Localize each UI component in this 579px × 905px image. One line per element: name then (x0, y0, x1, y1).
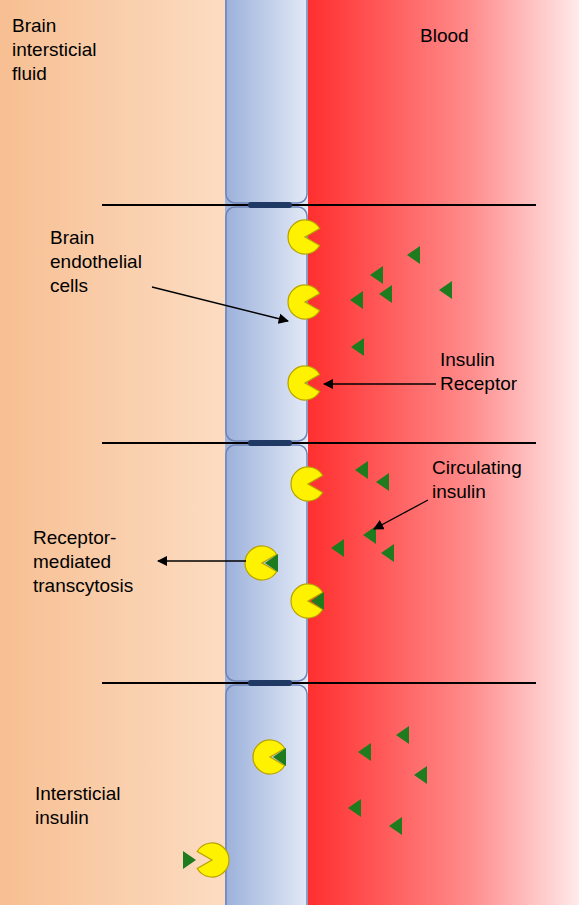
callout-label: Insulin Receptor (440, 348, 540, 396)
callout-label: Circulating insulin (432, 456, 550, 504)
region-label: Blood (420, 24, 520, 48)
bound-receptor (245, 546, 278, 580)
endothelial-cell (226, 0, 307, 203)
callout-label: Receptor-mediated transcytosis (33, 526, 159, 598)
endothelial-cell (226, 207, 307, 441)
region-band: Brain intersticial fluid (0, 0, 226, 905)
endothelial-cell (226, 445, 307, 681)
callout-label: Intersticial insulin (35, 782, 153, 830)
bound-receptor (253, 740, 286, 774)
tight-junction (248, 440, 292, 446)
region-band: Blood (307, 0, 579, 905)
tight-junction (248, 680, 292, 686)
endothelium-layer (225, 0, 308, 905)
region-label: Brain intersticial fluid (12, 14, 134, 86)
tight-junction (248, 202, 292, 208)
endothelial-cell (226, 685, 307, 905)
callout-label: Brain endothelial cells (50, 226, 168, 298)
